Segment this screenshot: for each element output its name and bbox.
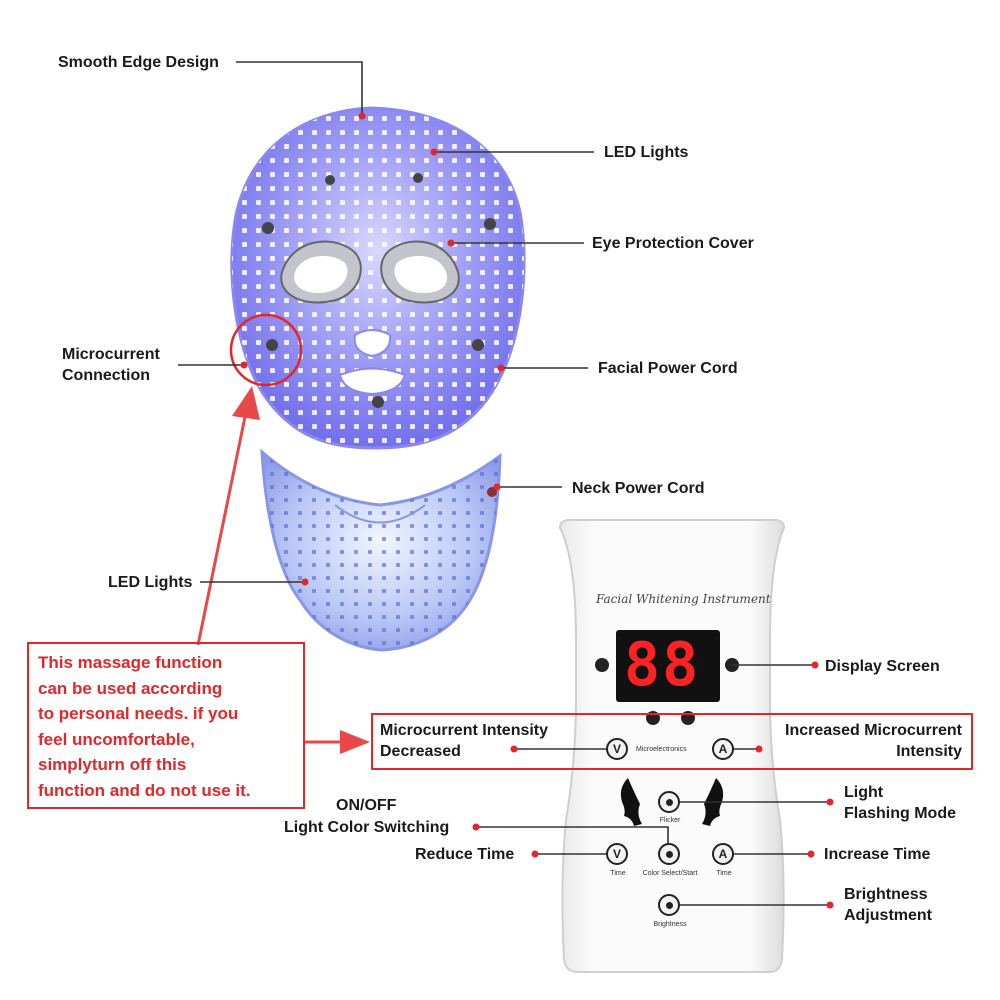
brightness-button[interactable]: [658, 894, 680, 916]
label-line: Flashing Mode: [844, 805, 956, 822]
color-select-start-button[interactable]: [658, 843, 680, 865]
label-line: Intensity: [896, 743, 962, 760]
label-brightness-adjustment: Brightness Adjustment: [844, 884, 932, 926]
label-line: Microcurrent: [62, 346, 160, 363]
microcurrent-highlight-box: [371, 713, 973, 770]
label-line: Light: [844, 784, 884, 801]
warning-line: can be used according: [38, 678, 223, 698]
neck-device: [260, 448, 502, 652]
label-eye-protection-cover: Eye Protection Cover: [592, 235, 754, 252]
time-up-label: Time: [716, 870, 732, 877]
label-led-lights-neck: LED Lights: [108, 574, 193, 591]
color-select-label: Color Select/Start: [642, 870, 698, 877]
label-reduce-time: Reduce Time: [415, 846, 515, 863]
flicker-button[interactable]: [658, 791, 680, 813]
pointer-arrow: [196, 386, 370, 754]
face-mask: [230, 106, 526, 450]
remote-brand-text: Facial Whitening Instrument: [596, 592, 771, 606]
label-line: Brightness: [844, 886, 928, 903]
label-increase-time: Increase Time: [824, 846, 931, 863]
time-down-label: Time: [610, 870, 626, 877]
warning-line: This massage function: [38, 653, 223, 672]
display-screen-digits: 88: [624, 630, 701, 700]
microcurrent-up-button[interactable]: A: [712, 738, 734, 760]
label-light-flashing-mode: Light Flashing Mode: [844, 782, 956, 824]
label-light-color-switching: Light Color Switching: [284, 819, 450, 836]
warning-line: simplyturn off this: [38, 755, 187, 774]
warning-note: This massage function can be used accord…: [38, 650, 300, 803]
warning-box-border: [27, 642, 305, 809]
microelectronics-label: Microelectronics: [636, 746, 687, 753]
microcurrent-highlight-circle: [229, 313, 303, 387]
flicker-label: Flicker: [659, 817, 681, 824]
warning-line: function and do not use it.: [38, 780, 251, 800]
label-microcurrent-connection: Microcurrent Connection: [62, 344, 160, 386]
brightness-label: Brightness: [653, 921, 687, 928]
label-smooth-edge-design: Smooth Edge Design: [58, 54, 219, 71]
label-line: Microcurrent Intensity: [380, 722, 549, 739]
microcurrent-down-button[interactable]: V: [606, 738, 628, 760]
eye-protection-cover: [280, 240, 460, 304]
warning-line: feel uncomfortable,: [38, 729, 195, 749]
label-facial-power-cord: Facial Power Cord: [598, 360, 738, 377]
label-line: Connection: [62, 367, 150, 384]
leader-dots: [240, 112, 834, 909]
label-display-screen: Display Screen: [825, 658, 940, 675]
label-line: Adjustment: [844, 907, 932, 924]
leader-lines: [178, 61, 830, 906]
label-onoff: ON/OFF: [336, 797, 397, 814]
label-microcurrent-increased: Increased Microcurrent Intensity: [762, 720, 962, 762]
time-down-button[interactable]: V: [606, 843, 628, 865]
label-microcurrent-decreased: Microcurrent Intensity Decreased: [380, 720, 548, 762]
warning-line: to personal needs. if you: [38, 704, 239, 723]
label-neck-power-cord: Neck Power Cord: [572, 480, 705, 497]
label-line: Increased Microcurrent: [785, 722, 962, 739]
time-up-button[interactable]: A: [712, 843, 734, 865]
label-led-lights-mask: LED Lights: [604, 144, 689, 161]
label-line: Decreased: [380, 743, 461, 760]
